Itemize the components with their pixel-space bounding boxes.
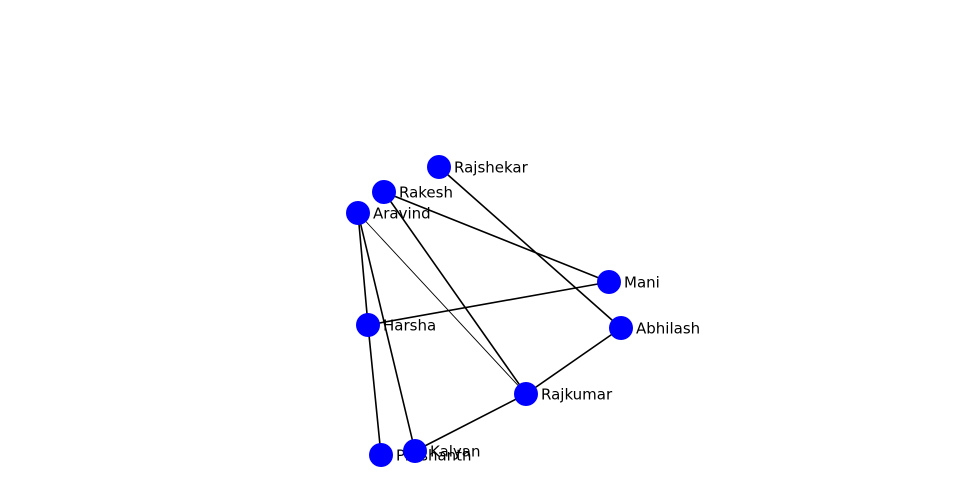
edge-aravind-harsha: [357, 212, 369, 326]
node-circle-mani: [597, 270, 621, 294]
edge-aravind-kalyan: [357, 212, 416, 452]
node-mani: Mani: [597, 270, 660, 294]
node-rajkumar: Rajkumar: [514, 382, 613, 406]
node-aravind: Aravind: [346, 201, 431, 225]
node-label-rakesh: Rakesh: [399, 184, 453, 202]
node-label-abhilash: Abhilash: [636, 320, 700, 338]
node-circle-rajkumar: [514, 382, 538, 406]
edge-rajshekar-abhilash: [438, 166, 622, 329]
node-circle-harsha: [356, 313, 380, 337]
node-circle-abhilash: [609, 316, 633, 340]
node-rajshekar: Rajshekar: [427, 155, 529, 179]
node-label-rajshekar: Rajshekar: [454, 159, 529, 177]
node-label-rajkumar: Rajkumar: [541, 386, 613, 404]
edge-aravind-rajkumar: [357, 212, 527, 395]
edges-layer: [357, 166, 622, 456]
edge-harsha-prashanth: [367, 324, 382, 456]
node-label-harsha: Harsha: [383, 317, 436, 335]
edge-abhilash-rajkumar: [525, 327, 622, 395]
node-label-mani: Mani: [624, 274, 660, 292]
node-harsha: Harsha: [356, 313, 436, 337]
node-circle-rajshekar: [427, 155, 451, 179]
edge-rakesh-rajkumar: [383, 191, 527, 395]
node-label-kalyan: Kalyan: [430, 443, 481, 461]
node-circle-prashanth: [369, 443, 393, 467]
node-circle-rakesh: [372, 180, 396, 204]
node-kalyan: Kalyan: [403, 439, 481, 463]
node-rakesh: Rakesh: [372, 180, 453, 204]
node-label-aravind: Aravind: [373, 205, 431, 223]
node-circle-kalyan: [403, 439, 427, 463]
edge-rajkumar-kalyan: [414, 393, 527, 452]
node-abhilash: Abhilash: [609, 316, 700, 340]
edge-rakesh-mani: [383, 191, 610, 283]
edge-harsha-mani: [367, 281, 610, 326]
node-circle-aravind: [346, 201, 370, 225]
